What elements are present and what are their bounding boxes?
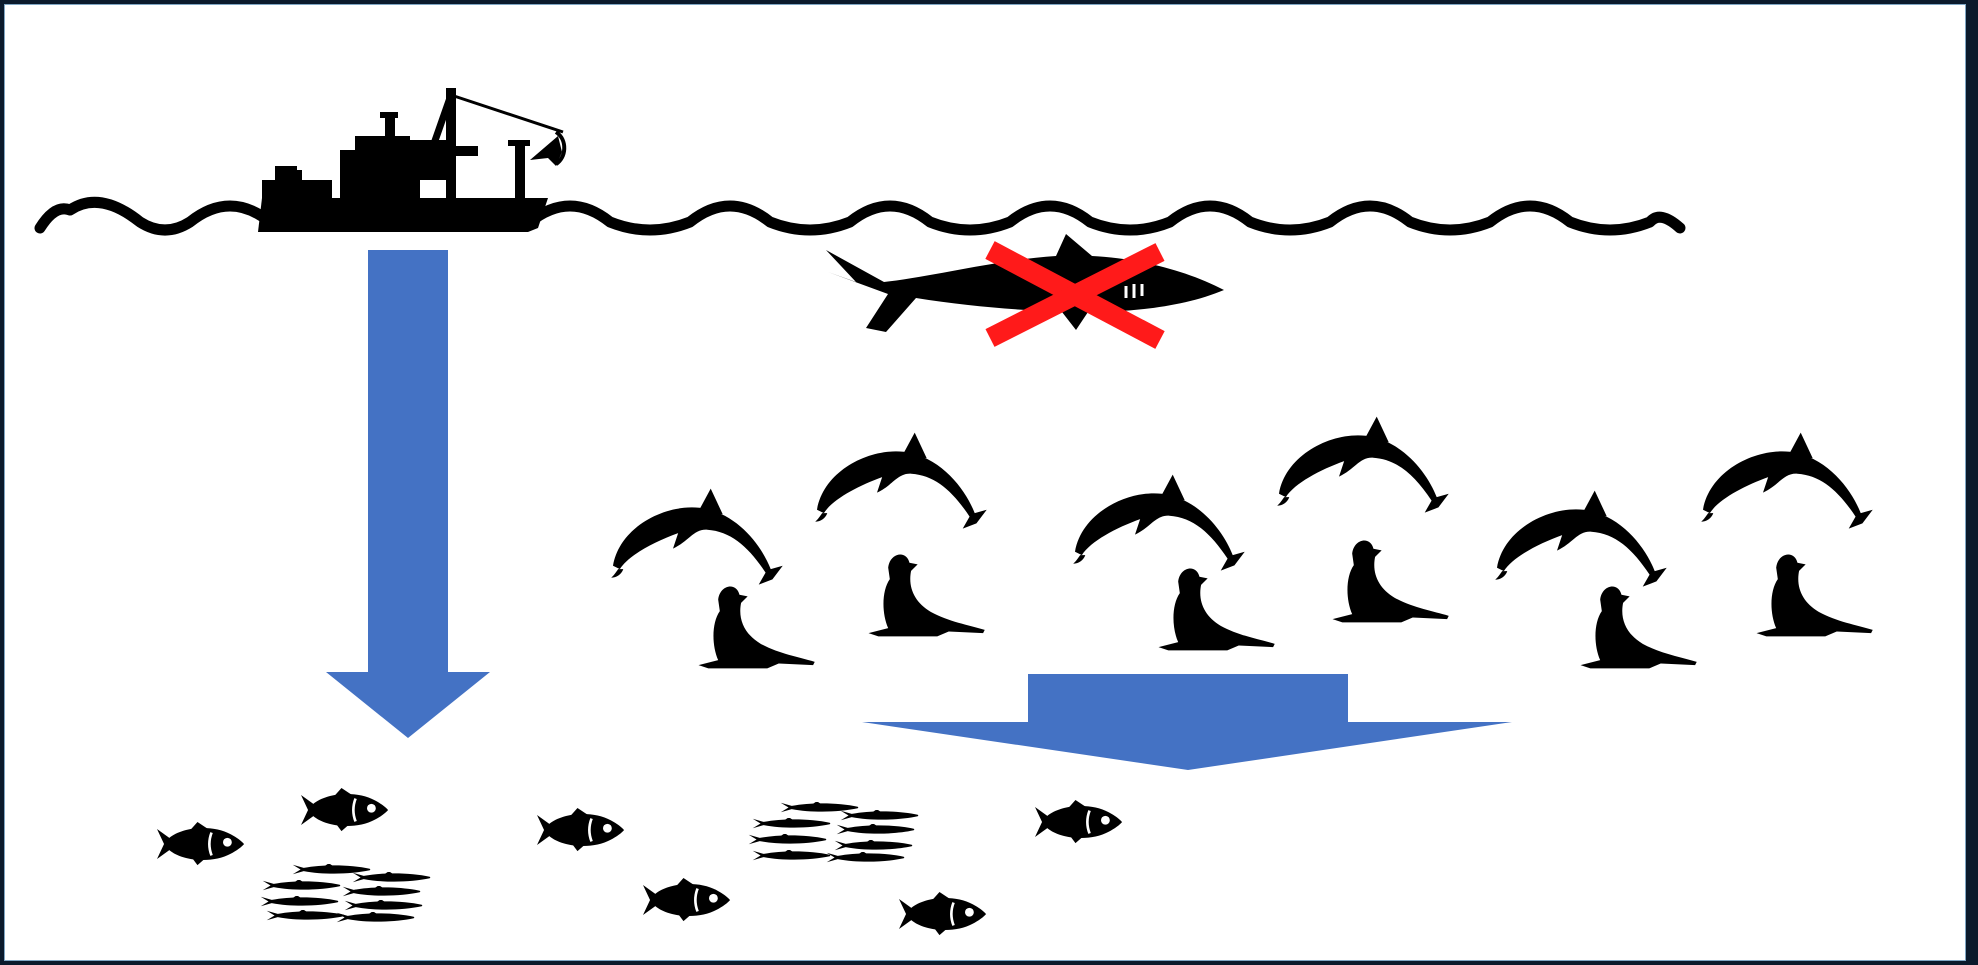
arrow-down-icon [326,250,490,738]
fish-icon [300,788,390,832]
fish-icon [156,822,246,866]
sea-lion-icon [1332,540,1449,623]
sea-lion-icon [1158,568,1275,651]
fish-icon [536,808,626,852]
dolphin-icon [1073,474,1245,571]
fishing-boat-icon [258,88,567,232]
fish-school-icon [748,802,919,863]
fish-icon [898,892,988,936]
fish-icon [1034,800,1124,844]
sea-lion-icon [868,554,985,637]
sea-lion-icon [1580,586,1697,669]
dolphin-icon [815,432,987,529]
fish-icon [642,878,732,922]
fish-school-icon [260,864,431,923]
dolphin-icon [611,488,783,585]
sea-lion-icon [698,586,815,669]
dolphin-icon [1277,416,1449,513]
dolphin-icon [1701,432,1873,529]
dolphin-icon [1495,490,1667,587]
sea-surface-wave [34,196,1686,236]
arrow-down-icon [862,674,1512,770]
sea-lion-icon [1756,554,1873,637]
cross-out-icon [985,241,1165,349]
